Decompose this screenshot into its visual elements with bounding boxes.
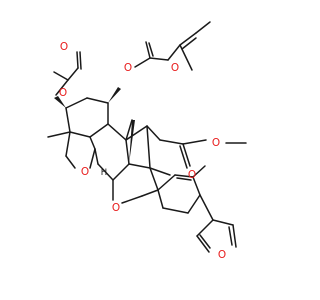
bond <box>159 139 184 145</box>
bond <box>182 139 207 145</box>
bond <box>107 123 127 141</box>
bond <box>79 51 82 70</box>
chemical-structure: O O O O O O O O O H <box>47 21 247 261</box>
bond <box>228 226 233 246</box>
bond <box>86 97 109 104</box>
bond <box>182 143 191 167</box>
bond <box>125 119 133 141</box>
hydrogen-label: H <box>101 168 107 178</box>
bond <box>89 148 96 169</box>
bond <box>179 145 188 169</box>
bond <box>174 174 194 178</box>
bond <box>112 163 130 181</box>
bond <box>141 189 159 197</box>
stereo-bond-layer <box>54 87 135 164</box>
bond <box>76 51 79 69</box>
wedge-bond <box>54 96 66 108</box>
wedge-bond <box>129 120 135 164</box>
bond <box>65 97 88 109</box>
bond <box>97 163 114 181</box>
bond <box>55 79 69 96</box>
atom-label-layer: O O O O O O O O O H <box>59 41 226 261</box>
oxygen-label: O <box>171 62 179 74</box>
bond <box>65 131 71 157</box>
bond <box>176 177 192 181</box>
bond <box>67 67 79 81</box>
bond <box>181 37 197 50</box>
bond <box>121 195 143 204</box>
bond <box>157 189 164 209</box>
bond <box>167 44 181 61</box>
bond <box>149 57 169 61</box>
bond <box>148 42 154 57</box>
bond <box>69 131 91 138</box>
bond <box>125 139 130 165</box>
bond <box>145 41 151 59</box>
bond <box>199 234 211 249</box>
bond-layer <box>47 21 247 253</box>
bond <box>65 155 76 169</box>
oxygen-label: O <box>81 166 89 178</box>
bond <box>179 32 197 46</box>
bond <box>199 194 214 221</box>
bond <box>146 125 161 141</box>
oxygen-label: O <box>124 62 132 74</box>
bond <box>94 148 99 165</box>
bond <box>89 136 96 150</box>
oxygen-label: O <box>188 169 196 181</box>
bond <box>196 219 214 237</box>
bond <box>192 165 206 178</box>
bond <box>232 224 237 248</box>
bond <box>149 167 171 176</box>
oxygen-label: O <box>212 137 220 149</box>
bond <box>196 235 210 253</box>
bond <box>53 71 69 81</box>
bond <box>89 123 109 138</box>
bond <box>192 176 201 196</box>
bond <box>212 219 234 226</box>
bond <box>157 174 176 191</box>
bond <box>65 107 71 133</box>
bond <box>146 125 151 169</box>
bond <box>125 125 148 141</box>
bond <box>187 194 201 214</box>
bond <box>134 57 151 68</box>
oxygen-label: O <box>59 87 67 99</box>
bond <box>162 207 189 214</box>
oxygen-label: O <box>60 41 68 53</box>
bond <box>149 167 159 191</box>
oxygen-label: O <box>112 202 120 214</box>
bond <box>47 131 71 138</box>
wedge-bond <box>108 87 121 103</box>
bond <box>195 21 211 34</box>
oxygen-label: O <box>218 249 226 261</box>
bond <box>128 163 151 169</box>
